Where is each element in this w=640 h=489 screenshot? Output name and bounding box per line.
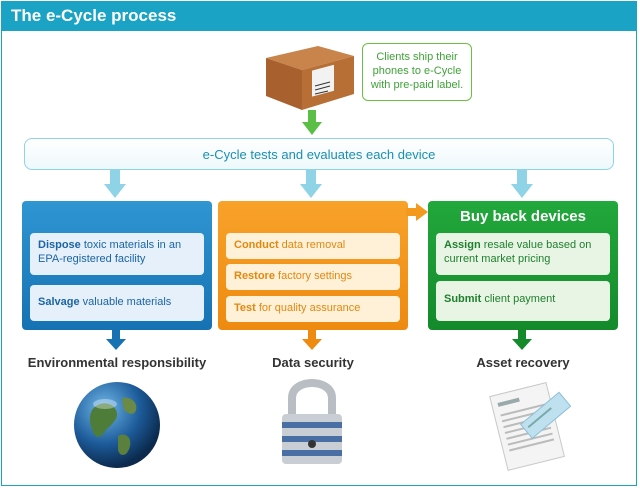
environmental-label: Environmental responsibility bbox=[27, 355, 207, 370]
shipping-box-icon bbox=[266, 46, 354, 110]
data-security-panel: Conduct data removal Restore factory set… bbox=[218, 201, 408, 330]
data-security-label: Data security bbox=[272, 355, 354, 370]
shipping-callout: Clients ship their phones to e-Cycle wit… bbox=[362, 43, 472, 101]
arrow-to-data-security-icon bbox=[300, 170, 322, 198]
submit-item: Submit client payment bbox=[436, 281, 610, 321]
conduct-item: Conduct data removal bbox=[226, 233, 400, 259]
conduct-keyword: Conduct bbox=[234, 239, 279, 251]
arrow-down-green-icon bbox=[512, 330, 532, 350]
asset-recovery-panel: Buy back devices Assign resale value bas… bbox=[428, 201, 618, 330]
test-text: for quality assurance bbox=[255, 302, 361, 314]
dispose-keyword: Dispose bbox=[38, 239, 81, 251]
dispose-item: Dispose toxic materials in an EPA-regist… bbox=[30, 233, 204, 275]
callout-line-2: phones to e-Cycle bbox=[372, 65, 462, 77]
assign-text: resale value based on current market pri… bbox=[444, 239, 592, 265]
document-check-icon bbox=[489, 381, 572, 471]
ship-arrow-icon bbox=[302, 110, 322, 135]
assign-item: Assign resale value based on current mar… bbox=[436, 233, 610, 275]
salvage-keyword: Salvage bbox=[38, 296, 80, 308]
arrow-to-environmental-icon bbox=[104, 170, 126, 198]
conduct-text: data removal bbox=[278, 239, 346, 251]
restore-text: factory settings bbox=[274, 270, 353, 282]
salvage-text: valuable materials bbox=[79, 296, 172, 308]
arrow-to-buy-back-icon bbox=[406, 203, 428, 221]
buy-back-heading: Buy back devices bbox=[460, 208, 586, 225]
arrow-down-blue-icon bbox=[106, 330, 126, 350]
restore-item: Restore factory settings bbox=[226, 264, 400, 290]
title-bar: The e-Cycle process bbox=[1, 1, 637, 31]
submit-keyword: Submit bbox=[444, 293, 482, 305]
test-evaluate-step: e-Cycle tests and evaluates each device bbox=[24, 138, 614, 170]
restore-keyword: Restore bbox=[234, 270, 275, 282]
test-item: Test for quality assurance bbox=[226, 296, 400, 322]
submit-text: client payment bbox=[481, 293, 556, 305]
globe-icon bbox=[74, 382, 160, 468]
test-keyword: Test bbox=[234, 302, 256, 314]
test-step-text: e-Cycle tests and evaluates each device bbox=[202, 147, 436, 162]
arrow-down-orange-icon bbox=[302, 330, 322, 350]
arrow-to-asset-recovery-icon bbox=[511, 170, 533, 198]
assign-keyword: Assign bbox=[444, 239, 481, 251]
callout-line-3: with pre-paid label. bbox=[370, 79, 464, 91]
environmental-panel: Dispose toxic materials in an EPA-regist… bbox=[22, 201, 212, 330]
dispose-text: toxic materials in an EPA-registered fac… bbox=[38, 239, 182, 265]
padlock-icon bbox=[282, 379, 342, 464]
salvage-item: Salvage valuable materials bbox=[30, 285, 204, 321]
callout-line-1: Clients ship their bbox=[376, 51, 458, 63]
diagram-title: The e-Cycle process bbox=[11, 6, 177, 25]
asset-recovery-label: Asset recovery bbox=[476, 355, 570, 370]
